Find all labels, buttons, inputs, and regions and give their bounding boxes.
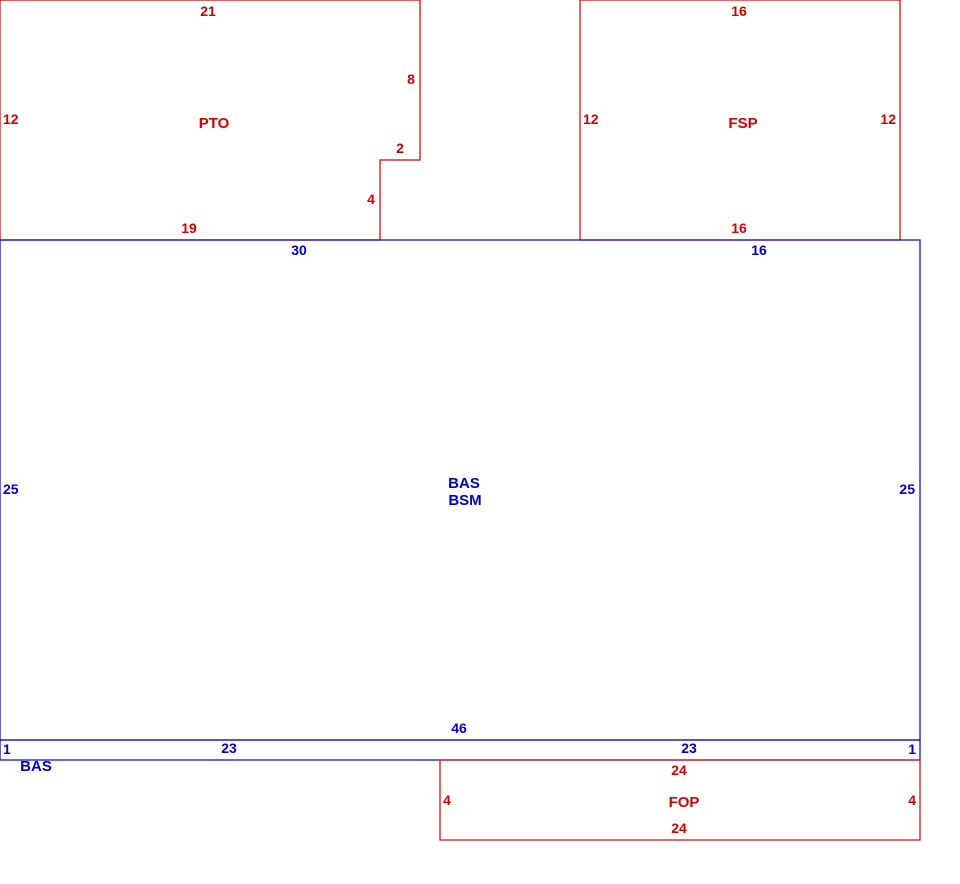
main-dim-top-right: 16 bbox=[751, 242, 767, 258]
fop-dim-top: 24 bbox=[671, 762, 687, 778]
fop-dim-right: 4 bbox=[908, 792, 916, 808]
main-label-bsm: BSM bbox=[448, 492, 481, 509]
fsp-dim-right: 12 bbox=[880, 111, 896, 127]
main-dim-left: 25 bbox=[3, 481, 19, 497]
fsp-dim-top: 16 bbox=[731, 3, 747, 19]
pto-dim-bottom: 19 bbox=[181, 220, 197, 236]
main-label-bas: BAS bbox=[448, 475, 480, 492]
fop-dim-bottom: 24 bbox=[671, 820, 687, 836]
fop-label: FOP bbox=[669, 794, 700, 811]
pto-dim-right-upper: 8 bbox=[407, 71, 415, 87]
strip-dim-bottom-right: 23 bbox=[681, 740, 697, 756]
strip-dim-bottom-left: 23 bbox=[221, 740, 237, 756]
fop-outline bbox=[439, 759, 921, 841]
fop-dim-left: 4 bbox=[443, 792, 451, 808]
fsp-dim-left: 12 bbox=[583, 111, 599, 127]
main-dim-bottom: 46 bbox=[451, 720, 467, 736]
fsp-dim-bottom: 16 bbox=[731, 220, 747, 236]
strip-dim-right: 1 bbox=[908, 741, 916, 757]
main-dim-right: 25 bbox=[899, 481, 915, 497]
pto-dim-right-lower: 4 bbox=[367, 191, 375, 207]
strip-outline bbox=[0, 739, 921, 761]
pto-dim-top: 21 bbox=[200, 3, 216, 19]
pto-dim-left: 12 bbox=[3, 111, 19, 127]
main-dim-top-left: 30 bbox=[291, 242, 307, 258]
fsp-label: FSP bbox=[728, 115, 757, 132]
pto-label: PTO bbox=[199, 115, 230, 132]
strip-label: BAS bbox=[20, 758, 52, 775]
strip-dim-left: 1 bbox=[3, 741, 11, 757]
pto-dim-step: 2 bbox=[396, 140, 404, 156]
